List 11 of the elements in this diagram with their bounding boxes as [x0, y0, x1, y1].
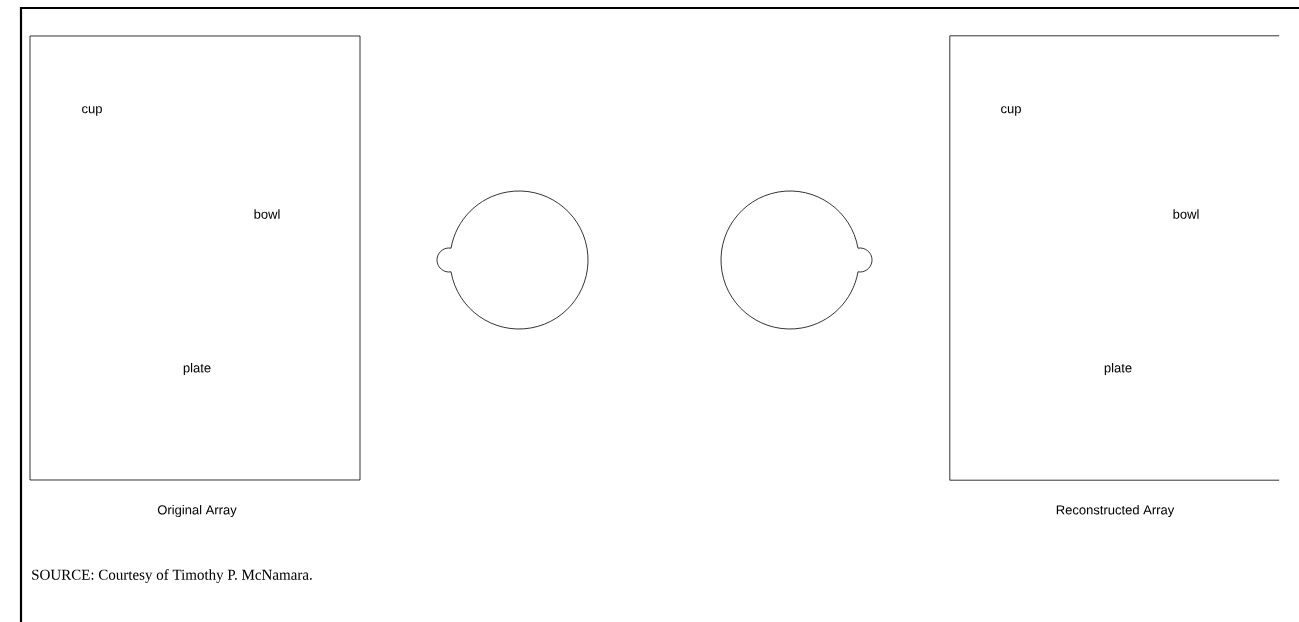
array-caption: Original Array	[157, 504, 237, 518]
node-label: plate	[1104, 362, 1132, 376]
node-label: cup	[1001, 106, 1021, 116]
node-label: plate	[183, 362, 211, 376]
array-caption: Reconstructed Array	[1056, 504, 1175, 518]
array-box: cup bowl plate	[29, 35, 361, 481]
array-box: cup bowl plate	[949, 35, 1280, 481]
node-label: bowl	[1173, 209, 1199, 219]
node-label: cup	[82, 106, 102, 116]
node-label: bowl	[254, 209, 280, 219]
source-note: SOURCE: Courtesy of Timothy P. McNamara.	[32, 569, 312, 583]
